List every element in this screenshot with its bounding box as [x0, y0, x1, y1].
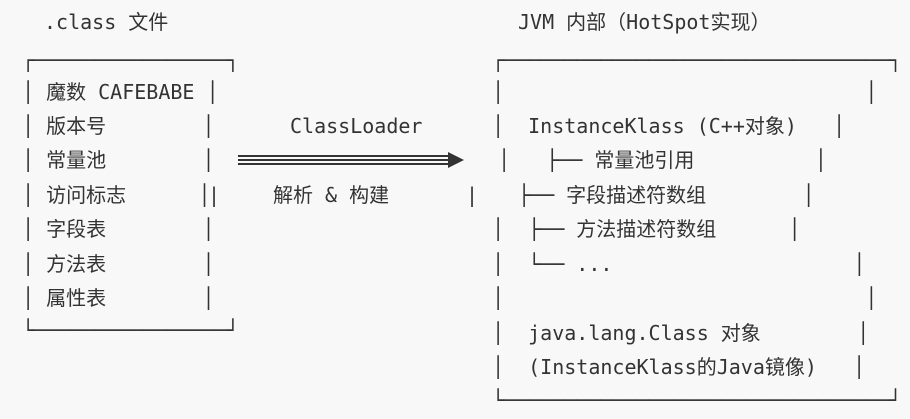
classloader-label: ClassLoader — [290, 114, 423, 138]
jvm-row-java-lang-class: │ java.lang.Class 对象 │ — [492, 321, 870, 345]
jvm-box-bottom: └────────────────────────────────┘ — [492, 388, 902, 412]
middle-bar-left: | — [208, 183, 221, 207]
class-file-row-access-flags: │ 访问标志 │ — [22, 183, 211, 207]
jvm-box-top: ┌────────────────────────────────┐ — [492, 48, 902, 72]
class-file-row-fields: │ 字段表 │ — [22, 217, 215, 241]
class-file-box-bottom: └────────────────┘ — [22, 318, 239, 342]
class-file-box-top: ┌────────────────┐ — [22, 48, 239, 72]
class-file-row-methods: │ 方法表 │ — [22, 252, 215, 276]
class-file-row-attributes: │ 属性表 │ — [22, 286, 215, 310]
class-file-heading: .class 文件 — [44, 10, 169, 34]
jvm-row-field-descriptors: ├── 字段描述符数组 │ — [518, 183, 815, 207]
jvm-row-blank-1: │ │ — [492, 80, 878, 104]
class-file-row-magic: │ 魔数 CAFEBABE │ — [22, 80, 219, 104]
jvm-heading: JVM 内部（HotSpot实现） — [518, 10, 771, 34]
jvm-row-java-mirror: │ (InstanceKlass的Java镜像) │ — [492, 355, 866, 379]
jvm-row-constant-pool-ref: │ ├── 常量池引用 │ — [498, 148, 827, 172]
jvm-row-instanceklass: │ InstanceKlass (C++对象) │ — [492, 114, 846, 138]
jvm-row-method-descriptors: │ ├── 方法描述符数组 │ — [492, 217, 801, 241]
transform-arrow-icon — [238, 152, 464, 168]
middle-bar-right: | — [466, 183, 479, 207]
class-file-row-version: │ 版本号 │ — [22, 114, 215, 138]
jvm-row-ellipsis: │ └── ... │ — [492, 252, 866, 276]
class-file-row-constant-pool: │ 常量池 │ — [22, 148, 215, 172]
jvm-row-blank-2: │ │ — [492, 286, 878, 310]
parse-build-label: 解析 & 构建 — [273, 183, 390, 207]
